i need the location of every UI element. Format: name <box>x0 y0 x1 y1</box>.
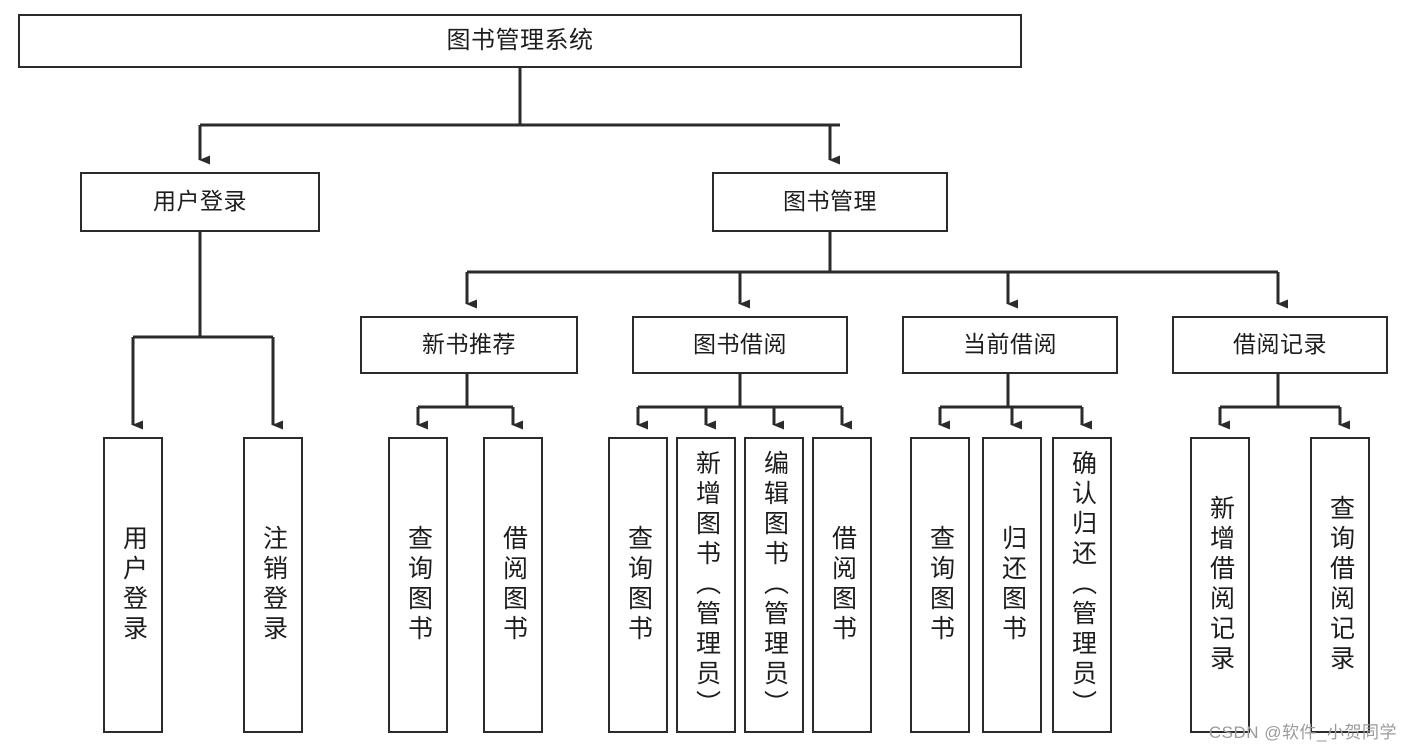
node-leaf-confirm-return-admin[interactable]: 确认归还（管理员） <box>1052 437 1112 733</box>
node-root[interactable]: 图书管理系统 <box>18 14 1022 68</box>
node-leaf-query-book-recommend-label: 查询图书 <box>404 525 433 645</box>
node-book-borrow-label: 图书借阅 <box>693 331 787 358</box>
node-leaf-add-book-admin[interactable]: 新增图书（管理员） <box>676 437 736 733</box>
node-leaf-query-book-recommend[interactable]: 查询图书 <box>388 437 448 733</box>
node-new-book-recommend[interactable]: 新书推荐 <box>360 316 578 374</box>
node-leaf-add-borrow-record-label: 新增借阅记录 <box>1206 495 1235 675</box>
node-leaf-query-book-current-label: 查询图书 <box>926 525 955 645</box>
node-borrow-record-label: 借阅记录 <box>1233 331 1327 358</box>
node-leaf-logout-login-label: 注销登录 <box>259 525 288 645</box>
node-user-login-label: 用户登录 <box>153 188 247 215</box>
node-leaf-add-book-admin-label: 新增图书（管理员） <box>692 450 721 720</box>
node-leaf-query-borrow-record-label: 查询借阅记录 <box>1326 495 1355 675</box>
node-book-manage[interactable]: 图书管理 <box>712 172 948 232</box>
node-leaf-borrow-book-recommend-label: 借阅图书 <box>499 525 528 645</box>
node-leaf-confirm-return-admin-label: 确认归还（管理员） <box>1068 450 1097 720</box>
node-book-borrow[interactable]: 图书借阅 <box>632 316 848 374</box>
watermark: CSDN @软件_小贺同学 <box>1208 723 1397 742</box>
node-leaf-query-book-borrow-label: 查询图书 <box>624 525 653 645</box>
node-user-login[interactable]: 用户登录 <box>80 172 320 232</box>
node-leaf-borrow-book-recommend[interactable]: 借阅图书 <box>483 437 543 733</box>
node-leaf-query-borrow-record[interactable]: 查询借阅记录 <box>1310 437 1370 733</box>
node-current-borrow[interactable]: 当前借阅 <box>902 316 1118 374</box>
node-leaf-query-book-current[interactable]: 查询图书 <box>910 437 970 733</box>
node-leaf-return-book-label: 归还图书 <box>998 525 1027 645</box>
node-leaf-borrow-book[interactable]: 借阅图书 <box>812 437 872 733</box>
node-new-book-recommend-label: 新书推荐 <box>422 331 516 358</box>
node-leaf-logout-login[interactable]: 注销登录 <box>243 437 303 733</box>
node-leaf-query-book-borrow[interactable]: 查询图书 <box>608 437 668 733</box>
node-leaf-edit-book-admin-label: 编辑图书（管理员） <box>760 450 789 720</box>
node-leaf-return-book[interactable]: 归还图书 <box>982 437 1042 733</box>
node-current-borrow-label: 当前借阅 <box>963 331 1057 358</box>
node-leaf-user-login[interactable]: 用户登录 <box>103 437 163 733</box>
node-borrow-record[interactable]: 借阅记录 <box>1172 316 1388 374</box>
node-leaf-add-borrow-record[interactable]: 新增借阅记录 <box>1190 437 1250 733</box>
node-leaf-edit-book-admin[interactable]: 编辑图书（管理员） <box>744 437 804 733</box>
node-root-label: 图书管理系统 <box>446 26 594 54</box>
node-book-manage-label: 图书管理 <box>783 188 877 215</box>
node-leaf-user-login-label: 用户登录 <box>119 525 148 645</box>
node-leaf-borrow-book-label: 借阅图书 <box>828 525 857 645</box>
